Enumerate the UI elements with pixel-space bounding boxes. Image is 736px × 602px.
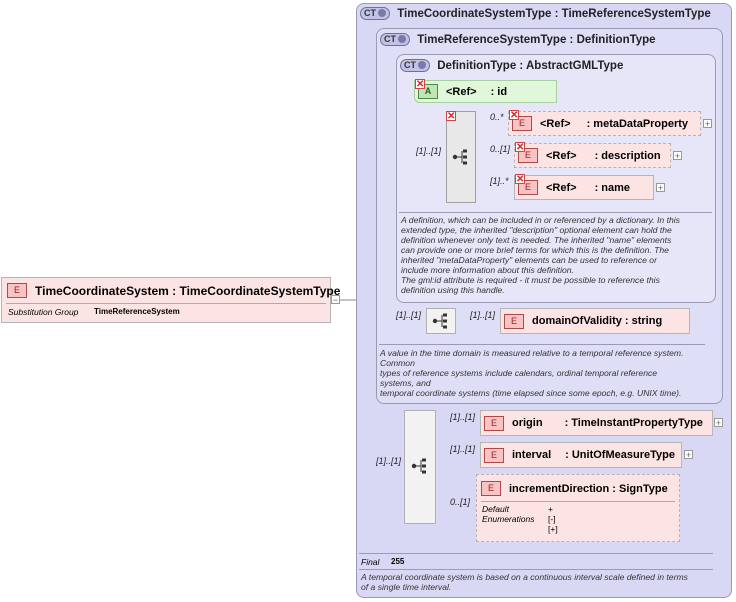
ct-inner-documentation: A definition, which can be included in o… [401, 215, 711, 295]
enumerations-key: Enumerations [482, 514, 535, 524]
documentation-line: A value in the time domain is measured r… [380, 348, 684, 358]
cardinality-label: 0..* [490, 112, 504, 122]
ct-mid-documentation: A value in the time domain is measured r… [380, 348, 710, 398]
expand-toggle[interactable]: + [656, 183, 665, 193]
abstract-x-icon: ✕ [509, 110, 519, 121]
element-label-type: : UnitOfMeasureType [565, 449, 675, 461]
element-ref: <Ref> [546, 149, 577, 162]
complex-type-icon: CT [400, 59, 430, 72]
expand-toggle[interactable]: + [703, 119, 712, 129]
element-ref: <Ref> [546, 181, 577, 194]
root-element-header: E TimeCoordinateSystem : TimeCoordinateS… [7, 283, 340, 298]
attribute-id[interactable]: A <Ref> : id [414, 80, 557, 103]
documentation-line: types of reference systems include calen… [380, 368, 658, 378]
ct-inner-title: CT DefinitionType : AbstractGMLType [400, 59, 623, 72]
documentation-line: include more information about this defi… [401, 265, 574, 275]
cardinality-label: 0..[1] [490, 144, 511, 154]
abstract-x-icon: ✕ [515, 174, 525, 185]
element-icon: E [504, 313, 524, 329]
element-label: domainOfValidity : string [532, 315, 663, 327]
element-name: : metaDataProperty [586, 117, 689, 130]
element-label-type: : TimeInstantPropertyType [564, 417, 703, 429]
documentation-line: extended type, the inherited "descriptio… [401, 225, 672, 235]
documentation-line: systems, and [380, 378, 431, 388]
element-icon: E [484, 415, 504, 431]
divider [399, 212, 712, 213]
documentation-line: inherited "metaDataProperty" elements ca… [401, 255, 657, 265]
root-element-box[interactable]: E TimeCoordinateSystem : TimeCoordinateS… [1, 277, 340, 323]
divider [379, 344, 705, 345]
element-interval[interactable]: E interval : UnitOfMeasureType [480, 442, 682, 468]
default-value: + [548, 504, 553, 514]
divider [359, 569, 713, 570]
cardinality-label: [1]..[1] [396, 310, 422, 320]
element-name: : name [594, 181, 631, 194]
element-name-ref[interactable]: E <Ref> : name [514, 175, 654, 200]
expand-toggle[interactable]: + [684, 450, 693, 460]
sequence-icon [432, 313, 447, 329]
element-label-name: origin [512, 417, 543, 429]
cardinality-label: [1]..[1] [376, 456, 402, 466]
element-header: E incrementDirection : SignType [481, 481, 668, 496]
cardinality-label: 0..[1] [450, 497, 471, 507]
ct-mid-title: CT TimeReferenceSystemType : DefinitionT… [380, 33, 656, 46]
element-label: incrementDirection : SignType [509, 482, 668, 495]
substitution-group-value: TimeReferenceSystem [94, 307, 180, 316]
divider [359, 553, 713, 554]
abstract-x-icon: ✕ [515, 142, 525, 153]
ct-outer-documentation: A temporal coordinate system is based on… [361, 572, 721, 592]
element-label-name: interval [512, 449, 552, 461]
element-domainofvalidity[interactable]: E domainOfValidity : string [500, 308, 690, 334]
final-key: Final [361, 557, 380, 567]
element-incrementdirection[interactable]: E incrementDirection : SignType Default … [476, 474, 680, 542]
ct-outer-title: CT TimeCoordinateSystemType : TimeRefere… [360, 7, 711, 20]
documentation-line: Common [380, 358, 415, 368]
divider [481, 501, 675, 502]
element-icon: E [481, 481, 501, 496]
element-origin[interactable]: E origin : TimeInstantPropertyType [480, 410, 713, 436]
abstract-x-icon: ✕ [415, 79, 425, 90]
attribute-name: : id [490, 85, 508, 98]
element-description[interactable]: E <Ref> : description [514, 143, 671, 168]
documentation-line: The gml:id attribute is required - it mu… [401, 275, 660, 285]
cardinality-label: [1]..* [490, 176, 509, 186]
complex-type-icon: CT [380, 33, 410, 46]
final-value: 255 [391, 557, 405, 566]
cardinality-label: [1]..[1] [470, 310, 496, 320]
element-metadataproperty[interactable]: E <Ref> : metaDataProperty [508, 111, 701, 136]
documentation-line: temporal coordinate systems (time elapse… [380, 388, 682, 398]
element-name: : description [594, 149, 661, 162]
documentation-line: A temporal coordinate system is based on… [361, 572, 688, 582]
complex-type-icon: CT [360, 7, 390, 20]
cardinality-label: [1]..[1] [450, 444, 476, 454]
documentation-line: can provide one or more brief terms for … [401, 245, 669, 255]
expand-toggle[interactable]: + [714, 418, 723, 428]
documentation-line: of a single time interval. [361, 582, 452, 592]
abstract-x-icon: ✕ [446, 111, 456, 122]
sequence-icon [452, 149, 467, 165]
root-element-label: TimeCoordinateSystem : TimeCoordinateSys… [35, 283, 341, 298]
documentation-line: A definition, which can be included in o… [401, 215, 680, 225]
documentation-line: definition whenever only text is needed.… [401, 235, 672, 245]
divider [6, 303, 326, 304]
element-icon: E [484, 447, 504, 463]
collapse-toggle[interactable]: − [331, 295, 340, 305]
default-key: Default [482, 504, 509, 514]
cardinality-label: [1]..[1] [450, 412, 476, 422]
substitution-group-key: Substitution Group [8, 307, 79, 317]
enumeration-value: [+] [548, 524, 558, 534]
documentation-line: definition using this handle. [401, 285, 505, 295]
element-ref: <Ref> [540, 117, 571, 130]
element-icon: E [7, 283, 27, 298]
cardinality-label: [1]..[1] [416, 146, 442, 156]
sequence-icon [411, 458, 426, 474]
expand-toggle[interactable]: + [673, 151, 682, 161]
enumeration-value: [-] [548, 514, 556, 524]
sequence-compositor-outer[interactable] [404, 410, 436, 524]
attribute-ref: <Ref> [446, 85, 477, 98]
